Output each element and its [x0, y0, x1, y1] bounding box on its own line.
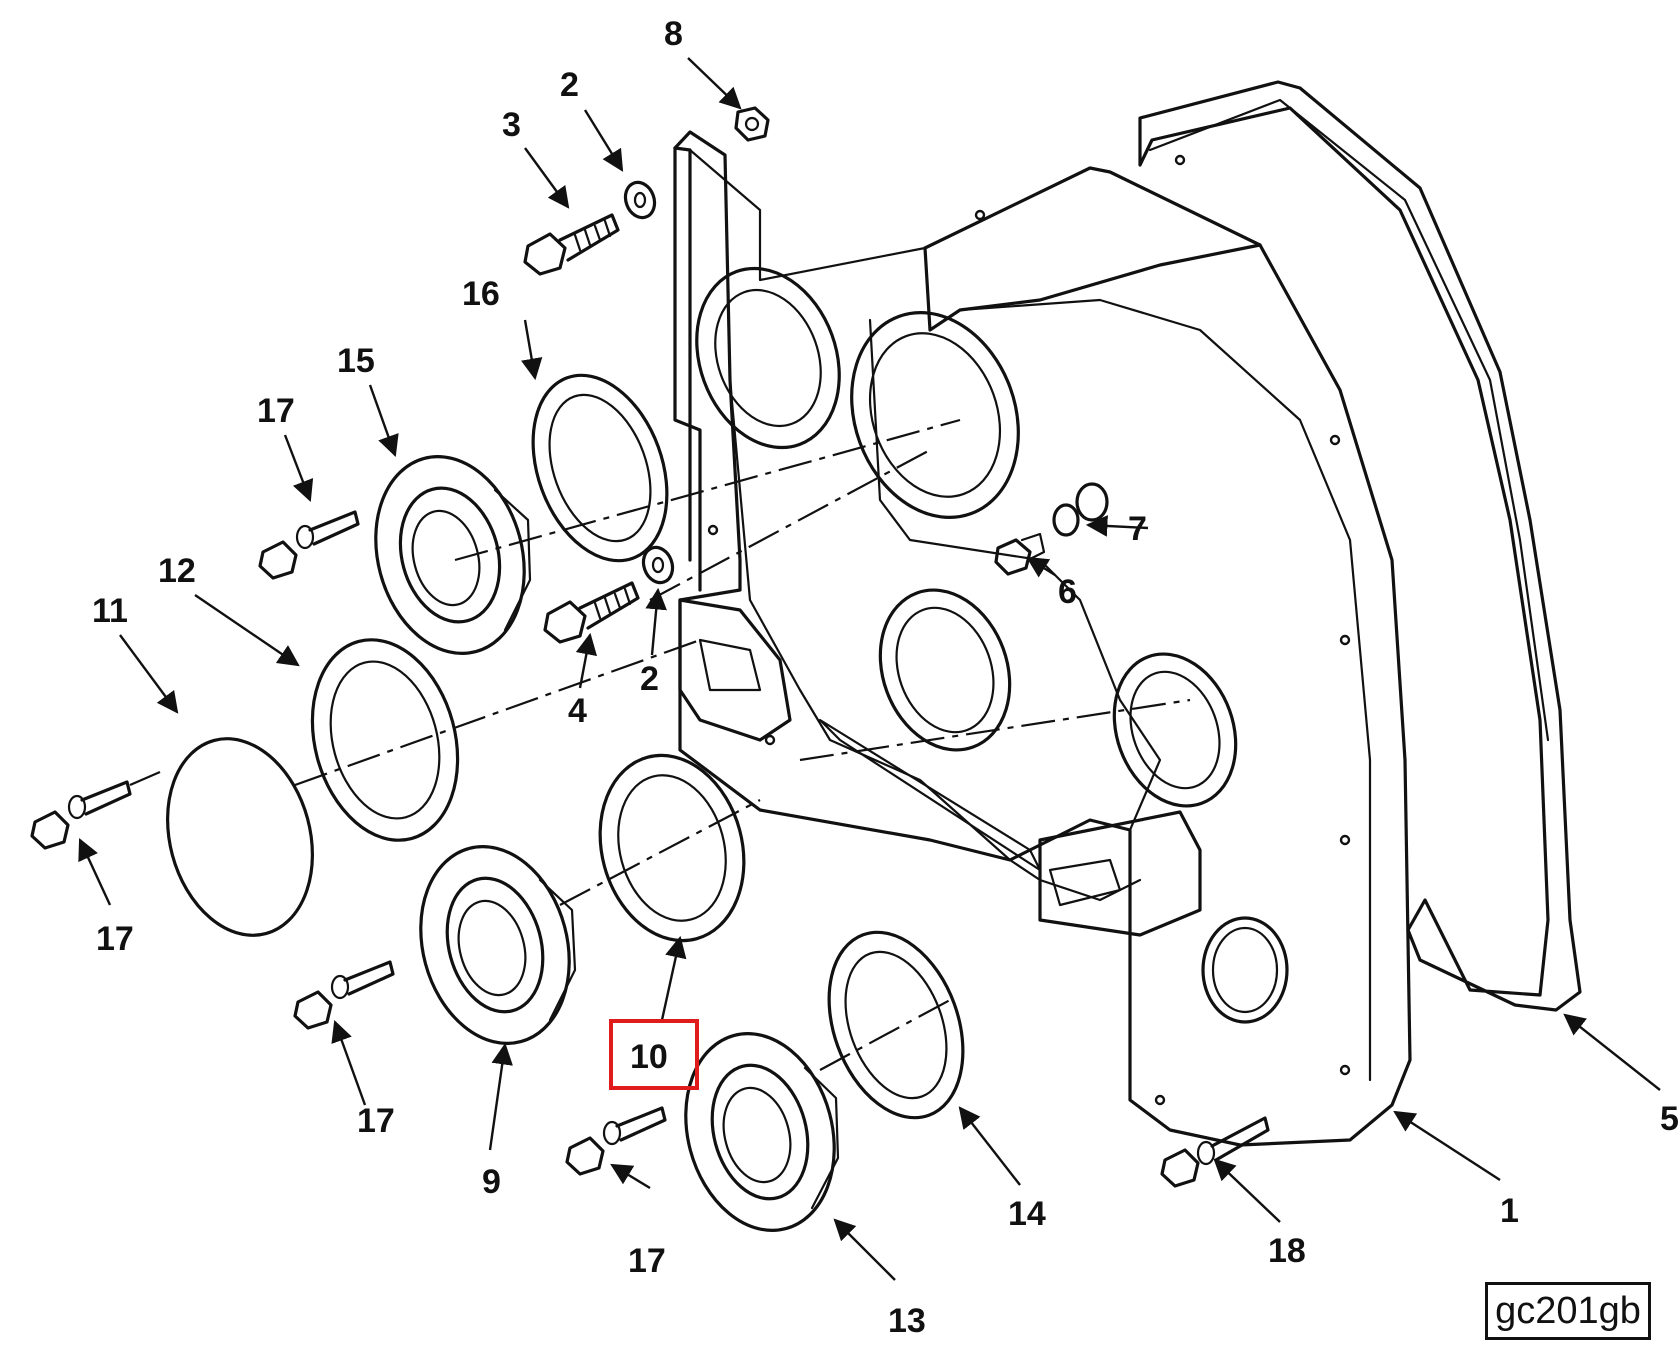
middle-opening	[878, 588, 1012, 752]
callout-7: 7	[1128, 510, 1147, 548]
washer-2-top	[623, 180, 657, 220]
center-lines	[129, 418, 1191, 1071]
seal-retainer-9	[419, 845, 577, 1045]
washer-2-mid	[641, 545, 675, 585]
gasket-10	[598, 753, 746, 943]
front-cover-housing	[673, 130, 1412, 1147]
capscrew-18	[1160, 1116, 1270, 1188]
upper-left-opening	[695, 266, 841, 450]
cover-gasket	[1138, 80, 1582, 1012]
callout-1: 1	[1500, 1192, 1519, 1230]
callout-6: 6	[1058, 573, 1077, 611]
callout-2-mid: 2	[640, 660, 659, 698]
callout-13: 13	[888, 1302, 926, 1340]
leader-arrows	[78, 57, 1661, 1281]
capscrew-17-a	[258, 510, 360, 580]
callout-2-top: 2	[560, 66, 579, 104]
callout-9: 9	[482, 1163, 501, 1201]
capscrew-17-c	[293, 960, 395, 1030]
callout-8: 8	[664, 15, 683, 53]
plug-6	[994, 532, 1046, 576]
seal-retainer-15	[374, 455, 532, 655]
callout-3: 3	[502, 106, 521, 144]
gasket-14	[827, 930, 965, 1120]
bolt-4	[543, 581, 640, 644]
capscrew-17-b	[30, 780, 132, 850]
callout-11: 11	[92, 592, 128, 630]
cover-plate-11	[166, 737, 314, 937]
callout-5: 5	[1660, 1100, 1679, 1138]
nut-8	[734, 106, 770, 142]
callout-14: 14	[1008, 1195, 1046, 1233]
callout-10: 10	[630, 1038, 668, 1076]
gasket-16	[531, 373, 669, 563]
callout-10-highlight	[609, 1019, 699, 1090]
callout-16: 16	[462, 275, 500, 313]
callout-4: 4	[568, 692, 587, 730]
callout-15: 15	[337, 342, 375, 380]
seal-retainer-13	[684, 1032, 840, 1232]
right-opening	[1112, 652, 1238, 808]
oring-7	[1052, 482, 1109, 537]
callout-12: 12	[158, 552, 196, 590]
callout-18: 18	[1268, 1232, 1306, 1270]
capscrew-17-d	[565, 1106, 667, 1176]
gasket-12	[310, 638, 460, 842]
bolt-3	[523, 213, 620, 276]
upper-right-opening	[850, 311, 1020, 519]
callout-17-c: 17	[357, 1102, 395, 1140]
reference-code-label: gc201gb	[1485, 1282, 1651, 1340]
callout-17-a: 17	[257, 392, 295, 430]
callout-labels: 8 2 3 16 15 17 12 11 17 4 2 6 7 17 9 10 …	[92, 15, 1679, 1340]
callout-17-b: 17	[96, 920, 134, 958]
callout-17-d: 17	[628, 1242, 666, 1280]
